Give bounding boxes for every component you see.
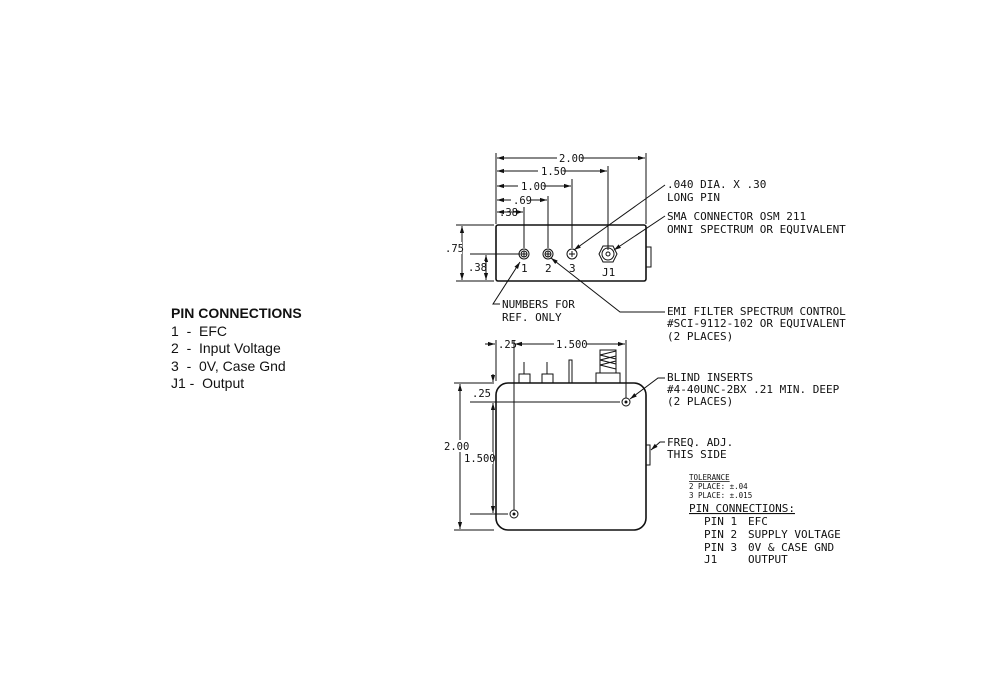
- callout-emi-3: (2 PLACES): [667, 330, 733, 343]
- pin-connections-table: PIN CONNECTIONS: PIN 1 EFC PIN 2 SUPPLY …: [689, 502, 841, 566]
- front-view: .25 1.500 .25 2.00 1.500: [442, 337, 651, 531]
- legend-row-pin1: 1 - EFC: [171, 322, 228, 339]
- legend-title: PIN CONNECTIONS: [171, 305, 302, 321]
- callouts-top: .040 DIA. X .30 LONG PIN SMA CONNECTOR O…: [492, 178, 846, 343]
- callout-inserts-3: (2 PLACES): [667, 395, 733, 408]
- tolerance-block: TOLERANCE 2 PLACE: ±.04 3 PLACE: ±.015: [689, 473, 752, 500]
- callout-pin-dia-2: LONG PIN: [667, 191, 720, 204]
- freq-adj-tab-front: [646, 444, 651, 466]
- top-view-body: [495, 224, 647, 282]
- pin-connections-legend: PIN CONNECTIONS 1 - EFC 2 - Input Voltag…: [171, 305, 302, 393]
- legend-row-j1: J1 - Output: [171, 375, 245, 391]
- pin-3-side: [568, 359, 573, 384]
- dim-top-0-38-v: .38: [468, 262, 487, 274]
- pin-1: [518, 248, 530, 260]
- dim-top-2-00: 2.00: [559, 153, 584, 165]
- pin-2-side: [541, 362, 554, 384]
- callout-freq-2: THIS SIDE: [667, 448, 727, 461]
- blind-insert-bottom-left: [509, 509, 519, 519]
- sma-connector-j1: [598, 245, 618, 263]
- freq-adj-tab-top: [646, 246, 652, 268]
- tolerance-row-3place: 3 PLACE: ±.015: [689, 491, 752, 500]
- pin-table-fn-2: SUPPLY VOLTAGE: [748, 528, 841, 541]
- dim-front-0-25-v: .25: [472, 388, 491, 400]
- dim-top-1-50: 1.50: [541, 166, 566, 178]
- blind-insert-top-right: [621, 397, 631, 407]
- callout-freq-1: FREQ. ADJ.: [667, 436, 733, 449]
- tolerance-row-2place: 2 PLACE: ±.04: [689, 482, 748, 491]
- pin-3: [566, 248, 578, 260]
- callout-emi-1: EMI FILTER SPECTRUM CONTROL: [667, 305, 846, 318]
- top-view: 2.00 1.50 1.00 .69 .38 .75 .38: [444, 151, 652, 282]
- callout-pin-dia-1: .040 DIA. X .30: [667, 178, 766, 191]
- pin-label-j1: J1: [602, 266, 615, 279]
- legend-row-pin3: 3 - 0V, Case Gnd: [171, 357, 286, 374]
- pin-label-3: 3: [569, 262, 576, 275]
- pin-table-title: PIN CONNECTIONS:: [689, 502, 795, 515]
- callout-inserts-2: #4-40UNC-2BX .21 MIN. DEEP: [667, 383, 840, 396]
- pin-table-fn-j1: OUTPUT: [748, 553, 788, 566]
- pin-table-fn-1: EFC: [748, 515, 768, 528]
- callout-numbers-2: REF. ONLY: [502, 311, 562, 324]
- dim-top-0-75: .75: [445, 243, 464, 255]
- pin-label-1: 1: [521, 262, 528, 275]
- tolerance-title: TOLERANCE: [689, 473, 730, 482]
- pin-table-pin-3: PIN 3: [704, 541, 737, 554]
- callouts-front: BLIND INSERTS #4-40UNC-2BX .21 MIN. DEEP…: [629, 371, 840, 461]
- pin-table-pin-j1: J1: [704, 553, 717, 566]
- callout-numbers-1: NUMBERS FOR: [502, 298, 575, 311]
- dim-top-0-38: .38: [499, 207, 518, 219]
- dim-top-0-69: .69: [513, 195, 532, 207]
- dim-top-1-00: 1.00: [521, 181, 546, 193]
- pin-table-pin-2: PIN 2: [704, 528, 737, 541]
- callout-sma-2: OMNI SPECTRUM OR EQUIVALENT: [667, 223, 846, 236]
- dim-front-2-00-v: 2.00: [444, 441, 469, 453]
- callout-inserts-1: BLIND INSERTS: [667, 371, 753, 384]
- pin-table-pin-1: PIN 1: [704, 515, 737, 528]
- callout-emi-2: #SCI-9112-102 OR EQUIVALENT: [667, 317, 846, 330]
- dim-front-1-500-h: 1.500: [556, 339, 588, 351]
- pin-table-fn-3: 0V & CASE GND: [748, 541, 834, 554]
- callout-sma-1: SMA CONNECTOR OSM 211: [667, 210, 806, 223]
- pin-1-side: [518, 362, 531, 384]
- sma-connector-side: [595, 349, 621, 384]
- pin-2: [542, 248, 554, 260]
- dim-front-1-500-v: 1.500: [464, 453, 496, 465]
- legend-row-pin2: 2 - Input Voltage: [171, 340, 281, 356]
- pin-label-2: 2: [545, 262, 552, 275]
- dim-front-0-25-h: .25: [498, 339, 517, 351]
